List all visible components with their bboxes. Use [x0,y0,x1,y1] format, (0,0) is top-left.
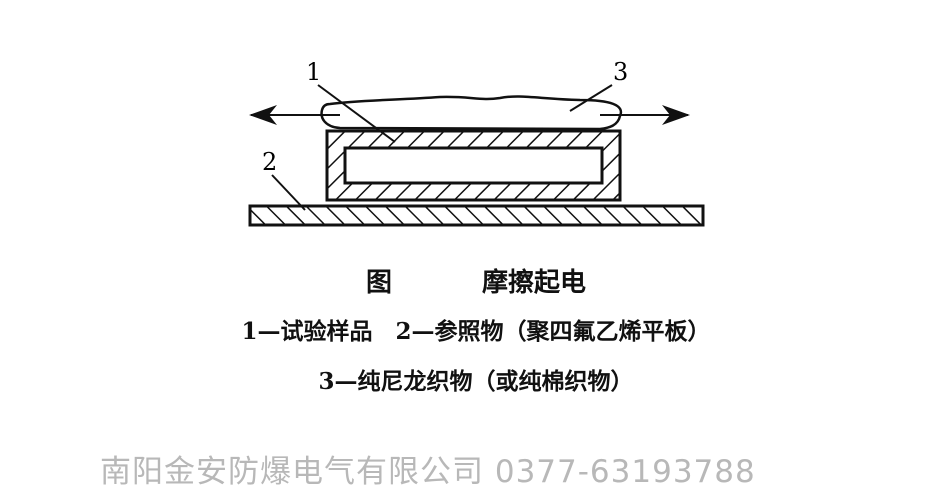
legend-line-2: 3—纯尼龙织物（或纯棉织物） [318,368,634,395]
figure-caption: 图 摩擦起电 [0,262,952,299]
test-sample [325,129,622,202]
leader-3 [569,84,613,112]
label-reference: 2 [262,148,277,176]
leader-2 [271,174,306,211]
reference-plate [248,204,705,227]
figure-label: 图 [365,268,392,298]
label-sample: 1 [306,58,321,86]
nylon-fabric [320,95,623,131]
leader-1 [317,84,396,143]
legend-line-1: 1—试验样品 2—参照物（聚四氟乙烯平板） [241,318,711,345]
figure-title: 摩擦起电 [482,268,587,298]
label-fabric: 3 [613,58,628,86]
watermark: 南阳金安防爆电气有限公司 0377-63193788 [100,454,756,490]
